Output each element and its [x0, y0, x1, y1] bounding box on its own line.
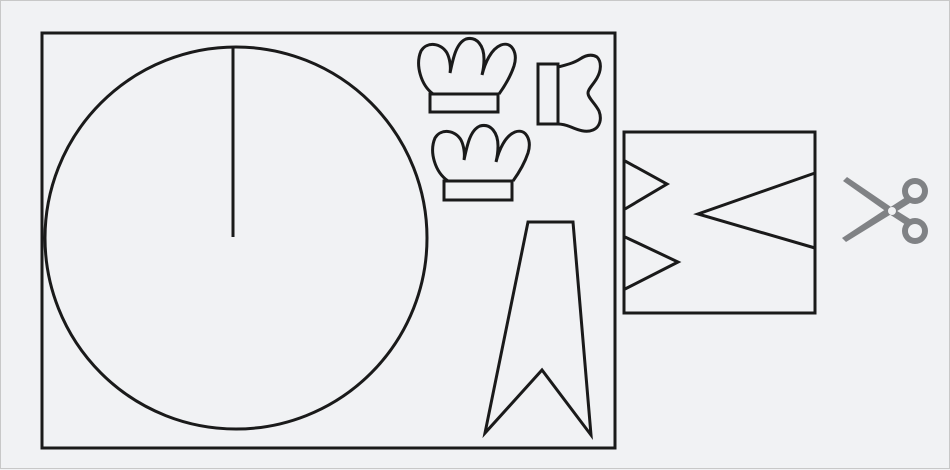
scissors-icon [842, 177, 928, 244]
triangle-notch [698, 173, 815, 248]
small-sheet [624, 132, 815, 313]
sleeve-cuff [538, 64, 558, 124]
crown-top-band [430, 94, 498, 112]
crown-cutout-top [419, 38, 516, 112]
zigzag-notch [625, 161, 678, 289]
sleeve-puff [558, 55, 600, 131]
sleeve-cutout [538, 55, 600, 131]
circle-cutout [45, 47, 427, 429]
crown-top-scallops [419, 38, 516, 94]
crown-bottom-scallops [433, 125, 530, 181]
crown-cutout-bottom [433, 125, 530, 200]
circle-outline [45, 47, 427, 429]
long-strip-cutout [485, 222, 591, 435]
crown-bottom-band [444, 181, 512, 200]
